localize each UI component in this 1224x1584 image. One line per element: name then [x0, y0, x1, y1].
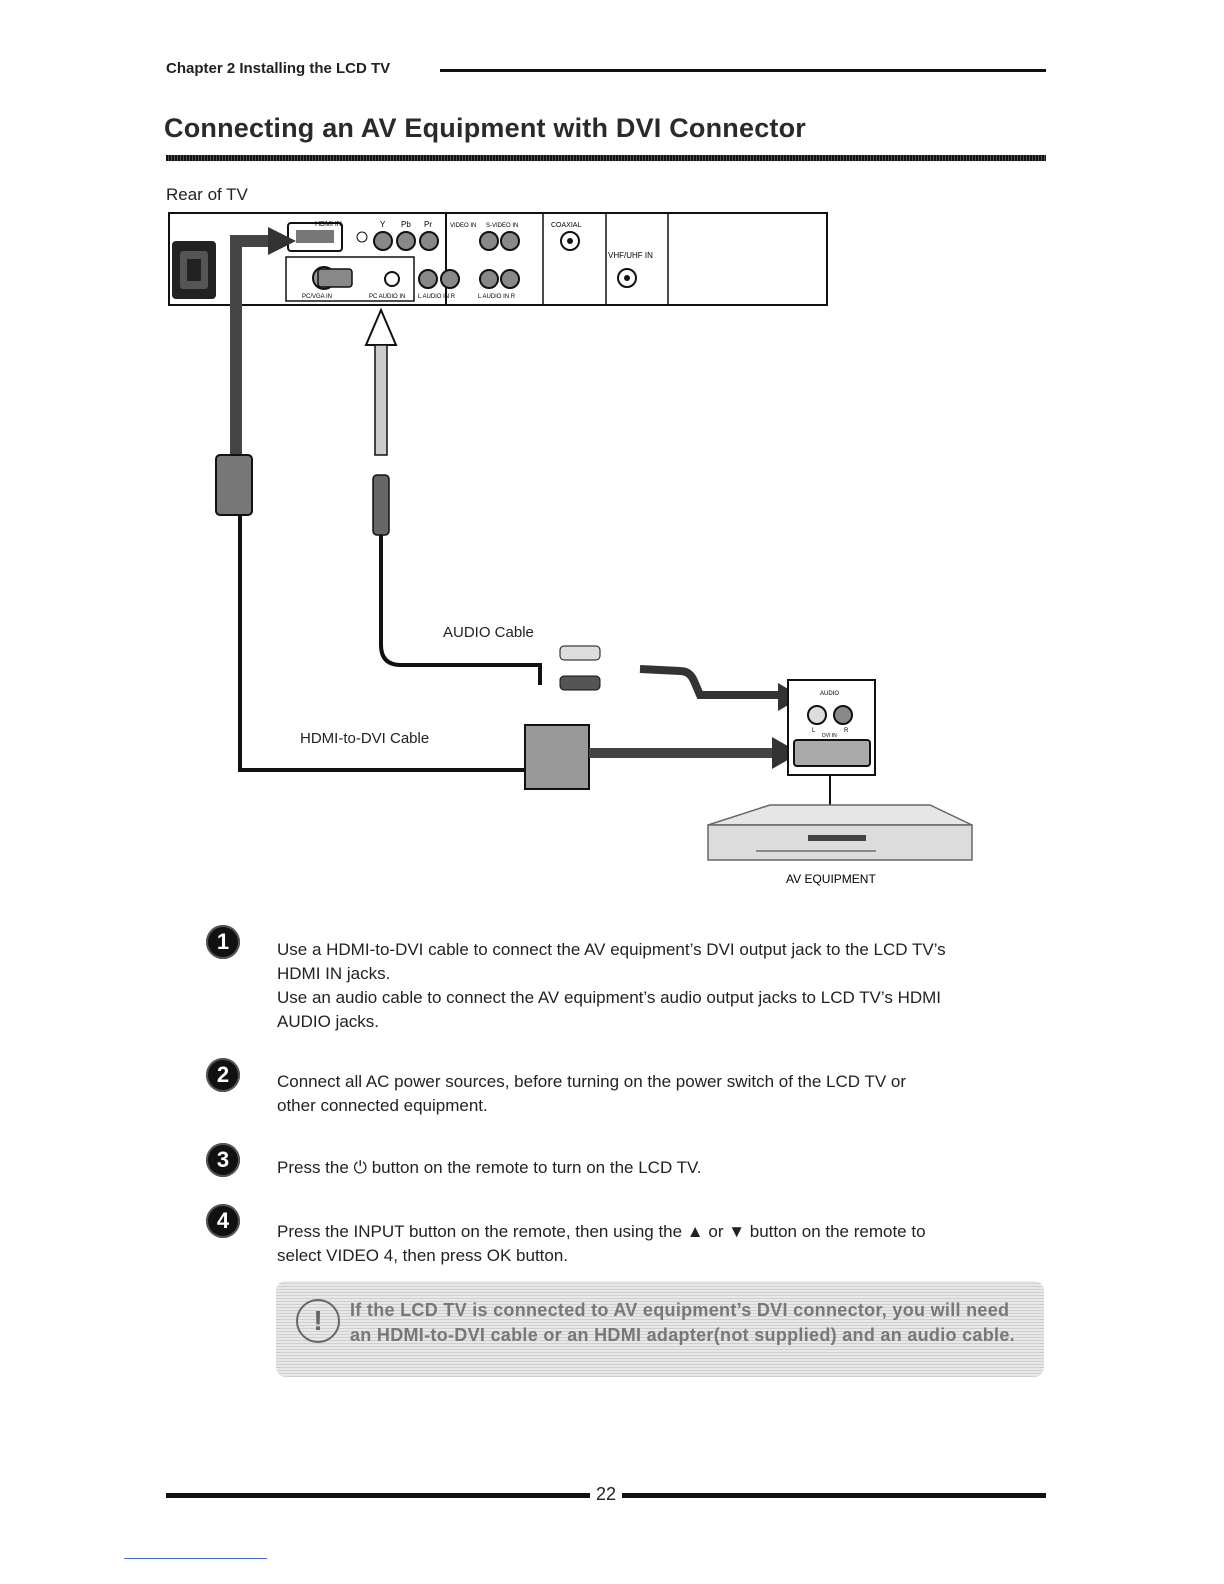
footer-divider-left [166, 1493, 590, 1498]
hdmi-dvi-cable-label: HDMI-to-DVI Cable [300, 730, 429, 747]
page-number: 22 [595, 1484, 617, 1504]
rca-plug-white [559, 645, 601, 661]
step-1-line-3: Use an audio cable to connect the AV equ… [277, 988, 942, 1007]
step-1-text: Use a HDMI-to-DVI cable to connect the A… [277, 938, 1057, 1034]
chapter-divider [440, 69, 1046, 72]
audio-in-label-1: L AUDIO IN R [418, 294, 456, 300]
step-2-number: 2 [206, 1058, 240, 1092]
av-equipment-label: AV EQUIPMENT [786, 872, 876, 886]
s-video-in-label: S-VIDEO IN [486, 223, 518, 229]
step-1-line-2: HDMI IN jacks. [277, 964, 391, 983]
link-underline [124, 1558, 267, 1559]
note-line-2: an HDMI-to-DVI cable or an HDMI adapter(… [350, 1325, 1015, 1345]
rca-plug-red [559, 675, 601, 691]
step-4-text: Press the INPUT button on the remote, th… [277, 1220, 1057, 1268]
step-4-number: 4 [206, 1204, 240, 1238]
note-text: If the LCD TV is connected to AV equipme… [350, 1298, 1040, 1348]
step-2-line-2: other connected equipment. [277, 1096, 488, 1115]
step-2-text: Connect all AC power sources, before tur… [277, 1070, 1057, 1118]
audio-cable [364, 307, 802, 711]
hdmi-plug [215, 454, 253, 516]
pc-audio-in-label: PC AUDIO IN [369, 294, 405, 300]
rear-of-tv-label: Rear of TV [166, 185, 248, 204]
step-3-number: 3 [206, 1143, 240, 1177]
av-equipment-device: AV EQUIPMENT [707, 804, 973, 886]
warning-icon: ! [296, 1299, 340, 1343]
step-1-number: 1 [206, 925, 240, 959]
step-3-text: Press the ⏻ button on the remote to turn… [277, 1156, 1057, 1180]
step-1-line-4: AUDIO jacks. [277, 1012, 380, 1031]
step-3-line-1: Press the ⏻ button on the remote to turn… [277, 1158, 702, 1177]
note-line-1: If the LCD TV is connected to AV equipme… [350, 1300, 1010, 1320]
step-4-line-1: Press the INPUT button on the remote, th… [277, 1222, 926, 1241]
note-box [276, 1281, 1044, 1377]
y-label: Y [380, 220, 386, 229]
title-divider [166, 155, 1046, 161]
pr-label: Pr [424, 220, 432, 229]
connection-diagram: HDMI IN Y Pb Pr VIDEO IN S-VIDEO IN COAX… [168, 212, 973, 886]
hdmi-to-dvi-cable [215, 227, 800, 790]
device-r-label: R [844, 728, 849, 734]
coaxial-label: COAXIAL [551, 222, 581, 229]
av-equipment-jack-panel: AUDIO L R DVI IN [787, 679, 876, 805]
hdmi-in-label: HDMI IN [315, 221, 342, 228]
step-2-line-1: Connect all AC power sources, before tur… [277, 1072, 907, 1091]
tv-rear-panel: HDMI IN Y Pb Pr VIDEO IN S-VIDEO IN COAX… [168, 212, 828, 306]
audio-in-label-2: L AUDIO IN R [478, 294, 516, 300]
device-audio-label: AUDIO [820, 691, 839, 697]
vhf-uhf-in-label: VHF/UHF IN [608, 251, 653, 260]
audio-cable-label: AUDIO Cable [443, 624, 534, 641]
video-in-label: VIDEO IN [450, 223, 476, 229]
page-title: Connecting an AV Equipment with DVI Conn… [164, 113, 806, 143]
vga-port [317, 268, 353, 288]
pc-vga-in-label: PC/VGA IN [302, 294, 332, 300]
footer-divider-right [622, 1493, 1046, 1498]
chapter-heading: Chapter 2 Installing the LCD TV [166, 60, 391, 77]
device-l-label: L [812, 728, 816, 734]
dvi-plug [524, 724, 590, 790]
step-4-line-2: select VIDEO 4, then press OK button. [277, 1246, 569, 1265]
audio-mini-plug [372, 474, 390, 536]
device-dvi-label: DVI IN [822, 733, 837, 739]
step-1-line-1: Use a HDMI-to-DVI cable to connect the A… [277, 940, 946, 959]
pb-label: Pb [401, 220, 411, 229]
dvi-in-port [793, 739, 871, 767]
